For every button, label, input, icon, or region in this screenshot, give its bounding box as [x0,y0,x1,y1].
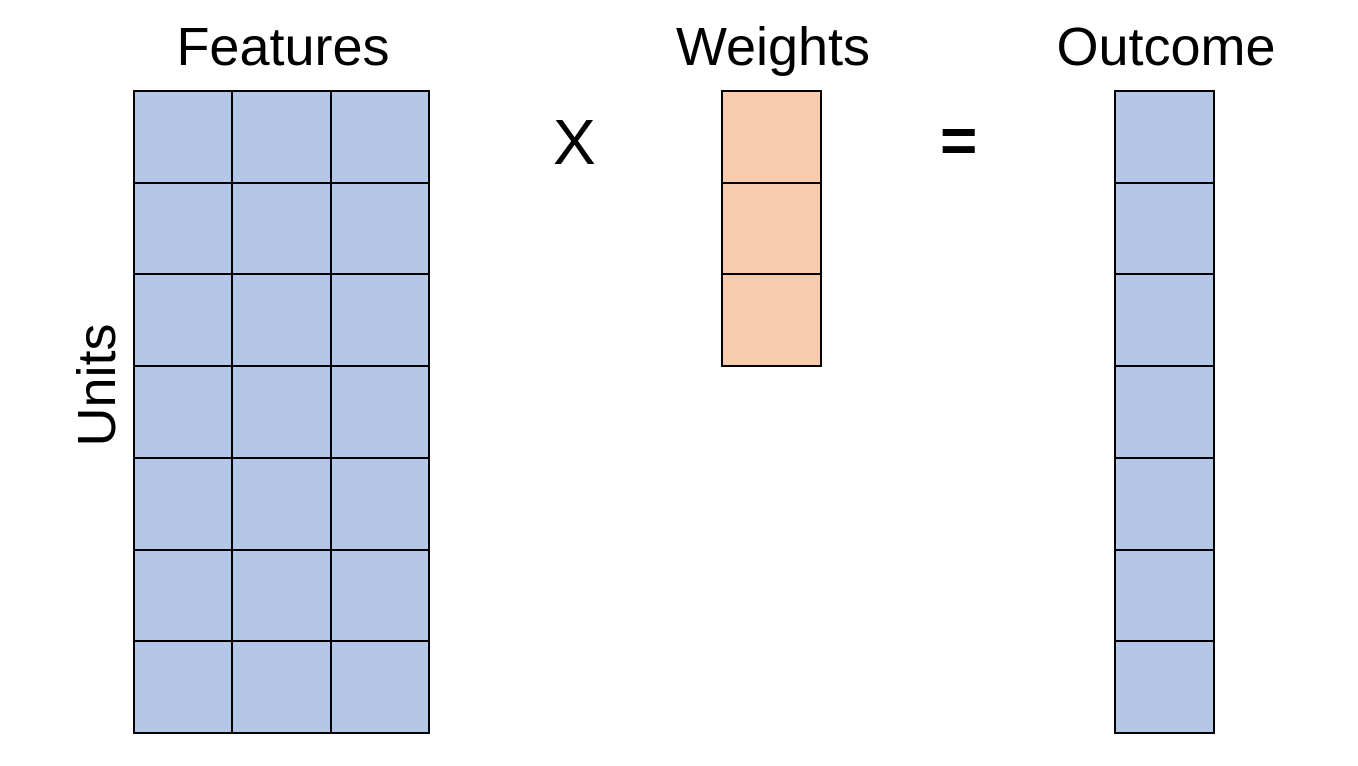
features-cell [133,640,232,732]
features-cell [329,548,428,641]
features-cell [133,365,232,457]
features-cell [329,365,428,457]
features-cell [231,273,330,366]
weights-label: Weights [675,17,871,77]
weights-cell [721,273,820,365]
features-cell [329,273,428,366]
outcome-cell [1114,456,1213,549]
features-cell [329,456,428,549]
outcome-label: Outcome [1056,17,1276,77]
features-cell [231,365,330,457]
features-cell [231,548,330,641]
features-cell [133,548,232,641]
features-cell [231,181,330,274]
features-cell [231,90,330,182]
features-cell [133,456,232,549]
features-cell [133,181,232,274]
equals-sign: = [940,104,978,176]
outcome-cell [1114,548,1213,641]
weights-vector [721,90,822,367]
outcome-cell [1114,273,1213,366]
features-cell [231,456,330,549]
features-cell [329,90,428,182]
outcome-cell [1114,90,1213,182]
multiplication-sign: X [553,106,596,178]
weights-cell [721,90,820,182]
features-cell [329,640,428,732]
features-label: Features [176,17,390,77]
weights-cell [721,181,820,274]
outcome-cell [1114,365,1213,457]
features-cell [133,90,232,182]
features-matrix [133,90,430,734]
units-label: Units [67,323,127,447]
outcome-vector [1114,90,1215,734]
features-cell [329,181,428,274]
features-cell [231,640,330,732]
outcome-cell [1114,640,1213,732]
features-cell [133,273,232,366]
outcome-cell [1114,181,1213,274]
